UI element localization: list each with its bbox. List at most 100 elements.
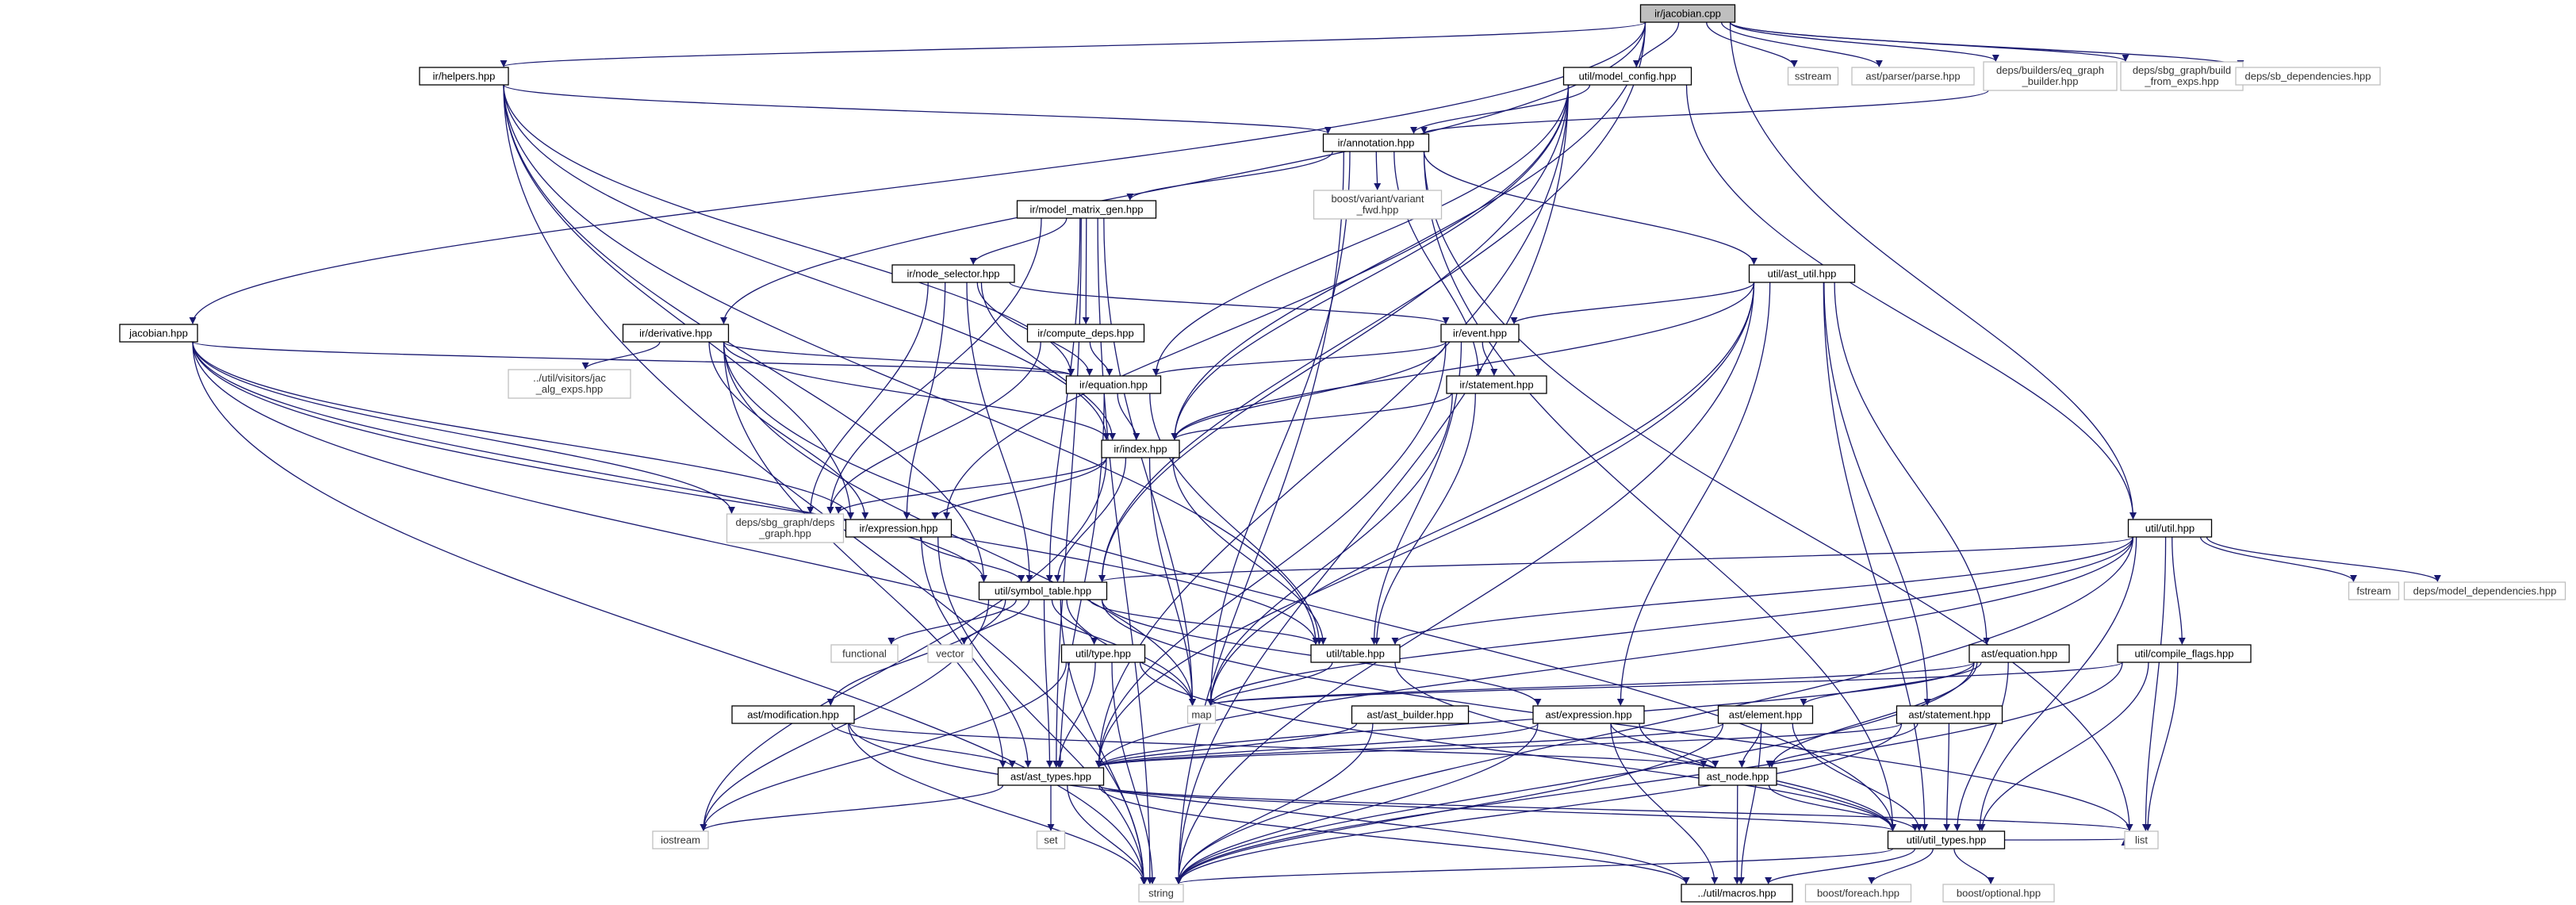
node-label: ast/ast_types.hpp bbox=[1010, 771, 1091, 783]
node-box bbox=[1016, 200, 1157, 219]
node-event[interactable]: ir/event.hpp bbox=[1440, 324, 1520, 343]
edge-modification-to-ast-node bbox=[849, 723, 1708, 768]
edge-model-matrix-gen-to-ast-types bbox=[1052, 217, 1082, 768]
node-list: list bbox=[2124, 830, 2159, 849]
edge-util-to-string bbox=[1175, 536, 2134, 884]
node-util-types[interactable]: util/util_types.hpp bbox=[1887, 830, 2006, 849]
node-compile-flags[interactable]: util/compile_flags.hpp bbox=[2117, 644, 2252, 663]
node-label: _alg_exps.hpp bbox=[535, 383, 604, 395]
node-label: deps/sbg_graph/deps bbox=[735, 516, 835, 528]
edge-event-to-index bbox=[1171, 341, 1447, 440]
node-helpers[interactable]: ir/helpers.hpp bbox=[419, 67, 509, 86]
node-box bbox=[1698, 767, 1777, 786]
edge-util-to-model-dependencies bbox=[2206, 536, 2441, 582]
node-ast-builder[interactable]: ast/ast_builder.hpp bbox=[1351, 705, 1470, 724]
node-derivative[interactable]: ir/derivative.hpp bbox=[622, 324, 730, 343]
edge-ast-util-to-event bbox=[1510, 282, 1755, 324]
edge-ast-node-to-util-types bbox=[1768, 784, 1919, 831]
edge-ast-types-to-util-types bbox=[1098, 784, 1896, 831]
node-ast-expression[interactable]: ast/expression.hpp bbox=[1532, 705, 1645, 724]
node-box bbox=[830, 644, 899, 663]
node-expression[interactable]: ir/expression.hpp bbox=[845, 519, 953, 538]
node-ast-element[interactable]: ast/element.hpp bbox=[1717, 705, 1814, 724]
node-label: ir/compute_deps.hpp bbox=[1037, 328, 1133, 339]
node-box bbox=[927, 644, 973, 663]
node-symbol-table[interactable]: util/symbol_table.hpp bbox=[978, 581, 1108, 600]
node-compute-deps[interactable]: ir/compute_deps.hpp bbox=[1026, 324, 1145, 343]
node-label: ../util/macros.hpp bbox=[1698, 888, 1777, 899]
node-equation[interactable]: ir/equation.hpp bbox=[1065, 375, 1162, 394]
node-label: ir/index.hpp bbox=[1114, 443, 1167, 455]
node-root[interactable]: ir/jacobian.cpp bbox=[1639, 4, 1736, 23]
node-node-selector[interactable]: ir/node_selector.hpp bbox=[891, 264, 1015, 283]
edge-helpers-to-annotation bbox=[503, 84, 1332, 134]
node-jacobian[interactable]: jacobian.hpp bbox=[119, 324, 198, 343]
edge-ast-expression-to-ast-types bbox=[1095, 723, 1539, 768]
node-box bbox=[1639, 4, 1736, 23]
edge-util-to-fstream bbox=[2199, 536, 2357, 582]
node-ast-node[interactable]: ast_node.hpp bbox=[1698, 767, 1777, 786]
node-box bbox=[978, 581, 1108, 600]
edge-compile-flags-to-list bbox=[2144, 661, 2179, 831]
node-box bbox=[2127, 519, 2213, 538]
node-type[interactable]: util/type.hpp bbox=[1060, 644, 1146, 663]
node-util[interactable]: util/util.hpp bbox=[2127, 519, 2213, 538]
node-ast-statement[interactable]: ast/statement.hpp bbox=[1896, 705, 2003, 724]
edge-index-to-table bbox=[1172, 457, 1327, 645]
node-ast-util[interactable]: util/ast_util.hpp bbox=[1748, 264, 1856, 283]
edge-util-to-map bbox=[1207, 536, 2134, 706]
node-table[interactable]: util/table.hpp bbox=[1310, 644, 1401, 663]
node-modification[interactable]: ast/modification.hpp bbox=[731, 705, 855, 724]
edge-symbol-table-to-ast-types bbox=[1043, 599, 1054, 768]
node-label: list bbox=[2135, 834, 2148, 846]
edge-util-types-to-string bbox=[1175, 848, 1894, 884]
edge-jacobian-to-expression bbox=[192, 341, 854, 520]
node-box bbox=[2120, 61, 2244, 91]
edge-symbol-table-to-functional bbox=[887, 599, 1017, 645]
node-macros[interactable]: ../util/macros.hpp bbox=[1681, 884, 1793, 903]
node-model-matrix-gen[interactable]: ir/model_matrix_gen.hpp bbox=[1016, 200, 1157, 219]
edge-symbol-table-to-modification bbox=[826, 599, 1006, 706]
node-box bbox=[1896, 705, 2003, 724]
node-boost-foreach: boost/foreach.hpp bbox=[1804, 884, 1912, 903]
node-box bbox=[419, 67, 509, 86]
edge-type-to-string bbox=[1111, 661, 1156, 884]
node-label: ir/equation.hpp bbox=[1079, 379, 1148, 391]
edge-model-config-to-symbol-table bbox=[1098, 84, 1570, 582]
node-statement[interactable]: ir/statement.hpp bbox=[1446, 375, 1547, 394]
edge-event-to-statement bbox=[1482, 341, 1498, 376]
edge-jacobian-to-string bbox=[192, 341, 1148, 884]
node-eq-graph-builder: deps/builders/eq_graph_builder.hpp bbox=[1983, 61, 2118, 91]
node-label: _from_exps.hpp bbox=[2144, 75, 2218, 87]
edge-derivative-to-map bbox=[723, 341, 1197, 706]
edge-ast-util-to-index bbox=[1171, 282, 1755, 440]
edge-derivative-to-equation bbox=[723, 341, 1075, 376]
edge-ast-util-to-string bbox=[1175, 282, 1755, 884]
node-label: ast/equation.hpp bbox=[1981, 648, 2057, 660]
node-parse: ast/parser/parse.hpp bbox=[1851, 67, 1975, 86]
edge-index-to-map bbox=[1148, 457, 1197, 706]
edge-helpers-to-symbol-table bbox=[503, 84, 988, 582]
node-ast-equation[interactable]: ast/equation.hpp bbox=[1968, 644, 2070, 663]
edge-util-to-ast-types bbox=[1095, 536, 2134, 768]
edge-annotation-to-util-types bbox=[1423, 151, 1897, 831]
edge-derivative-to-util-types bbox=[723, 341, 1896, 831]
node-variant-fwd: boost/variant/variant_fwd.hpp bbox=[1313, 190, 1443, 220]
edge-type-to-ast-types bbox=[1055, 661, 1096, 768]
node-label: util/table.hpp bbox=[1326, 648, 1385, 660]
node-model-config[interactable]: util/model_config.hpp bbox=[1562, 67, 1692, 86]
edge-statement-to-table bbox=[1373, 393, 1476, 645]
node-annotation[interactable]: ir/annotation.hpp bbox=[1322, 133, 1430, 152]
edge-ast-element-to-ast-types bbox=[1095, 723, 1724, 768]
edge-index-to-expression bbox=[931, 457, 1107, 520]
node-index[interactable]: ir/index.hpp bbox=[1101, 439, 1180, 458]
node-ast-types[interactable]: ast/ast_types.hpp bbox=[997, 767, 1105, 786]
edge-ast-statement-to-string bbox=[1175, 723, 1903, 884]
edge-ast-element-to-string bbox=[1175, 723, 1724, 884]
edge-compute-deps-to-equation bbox=[1089, 341, 1114, 376]
node-label: ast_node.hpp bbox=[1707, 771, 1769, 783]
node-box bbox=[1851, 67, 1975, 86]
node-box bbox=[1101, 439, 1180, 458]
node-label: deps/model_dependencies.hpp bbox=[2413, 585, 2557, 597]
